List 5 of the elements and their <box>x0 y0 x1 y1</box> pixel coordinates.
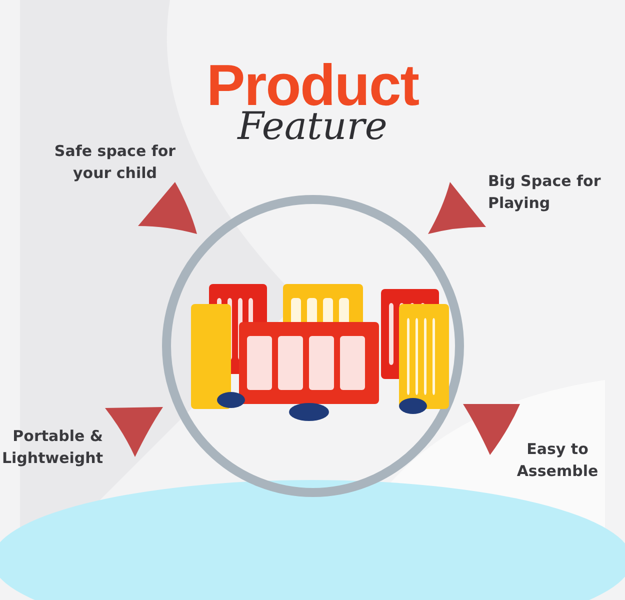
product-ring <box>162 195 464 497</box>
feature-label: Big Space for Playing <box>488 170 620 214</box>
feature-label: Safe space for your child <box>50 140 180 184</box>
feature-label: Portable & Lightweight <box>0 425 103 469</box>
feature-label: Easy to Assemble <box>505 438 610 482</box>
